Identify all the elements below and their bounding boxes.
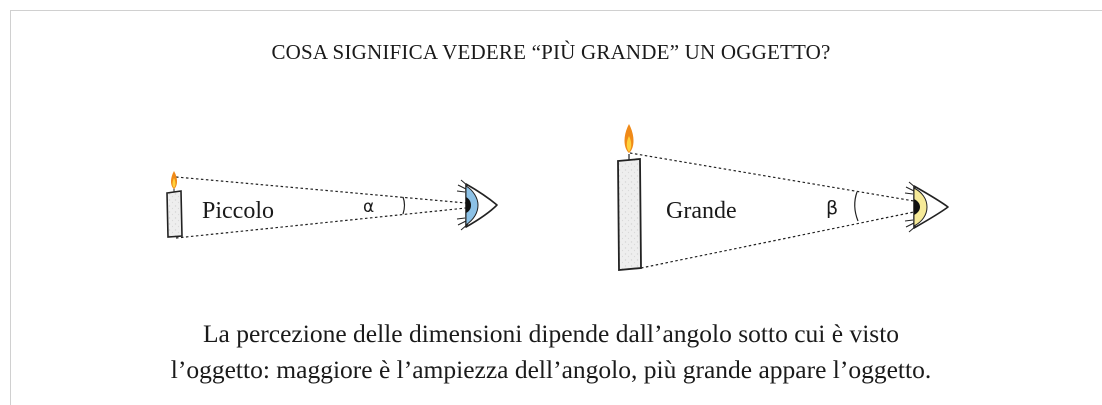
- small-object-label: Piccolo: [202, 198, 274, 224]
- large-angle-symbol: β: [826, 197, 838, 219]
- small-candle-scene: Piccolo α: [166, 171, 498, 239]
- caption: La percezione delle dimensioni dipende d…: [0, 316, 1102, 388]
- large-candle-scene: Grande β: [617, 124, 949, 271]
- large-object-label: Grande: [666, 198, 737, 224]
- diagram-title: COSA SIGNIFICA VEDERE “PIÙ GRANDE” UN OG…: [271, 40, 831, 64]
- caption-line-2: l’oggetto: maggiore è l’ampiezza dell’an…: [170, 355, 932, 384]
- small-angle-arc: [402, 196, 406, 215]
- slide-border-top: [10, 10, 1102, 11]
- caption-line-1: La percezione delle dimensioni dipende d…: [202, 319, 900, 348]
- small-flame-icon: [171, 171, 177, 189]
- large-sight-line-top: [629, 152, 915, 202]
- small-sight-line-top: [175, 176, 467, 204]
- large-eye-icon: [904, 181, 949, 233]
- large-candle: [617, 124, 642, 271]
- small-eye-icon: [456, 179, 498, 231]
- large-flame-icon: [624, 124, 634, 153]
- small-sight-line-bottom: [175, 207, 467, 239]
- small-candle: [166, 171, 183, 238]
- small-angle-symbol: α: [363, 197, 374, 217]
- slide-border-left: [10, 10, 11, 405]
- large-angle-arc: [854, 191, 859, 222]
- large-sight-line-bottom: [640, 211, 915, 269]
